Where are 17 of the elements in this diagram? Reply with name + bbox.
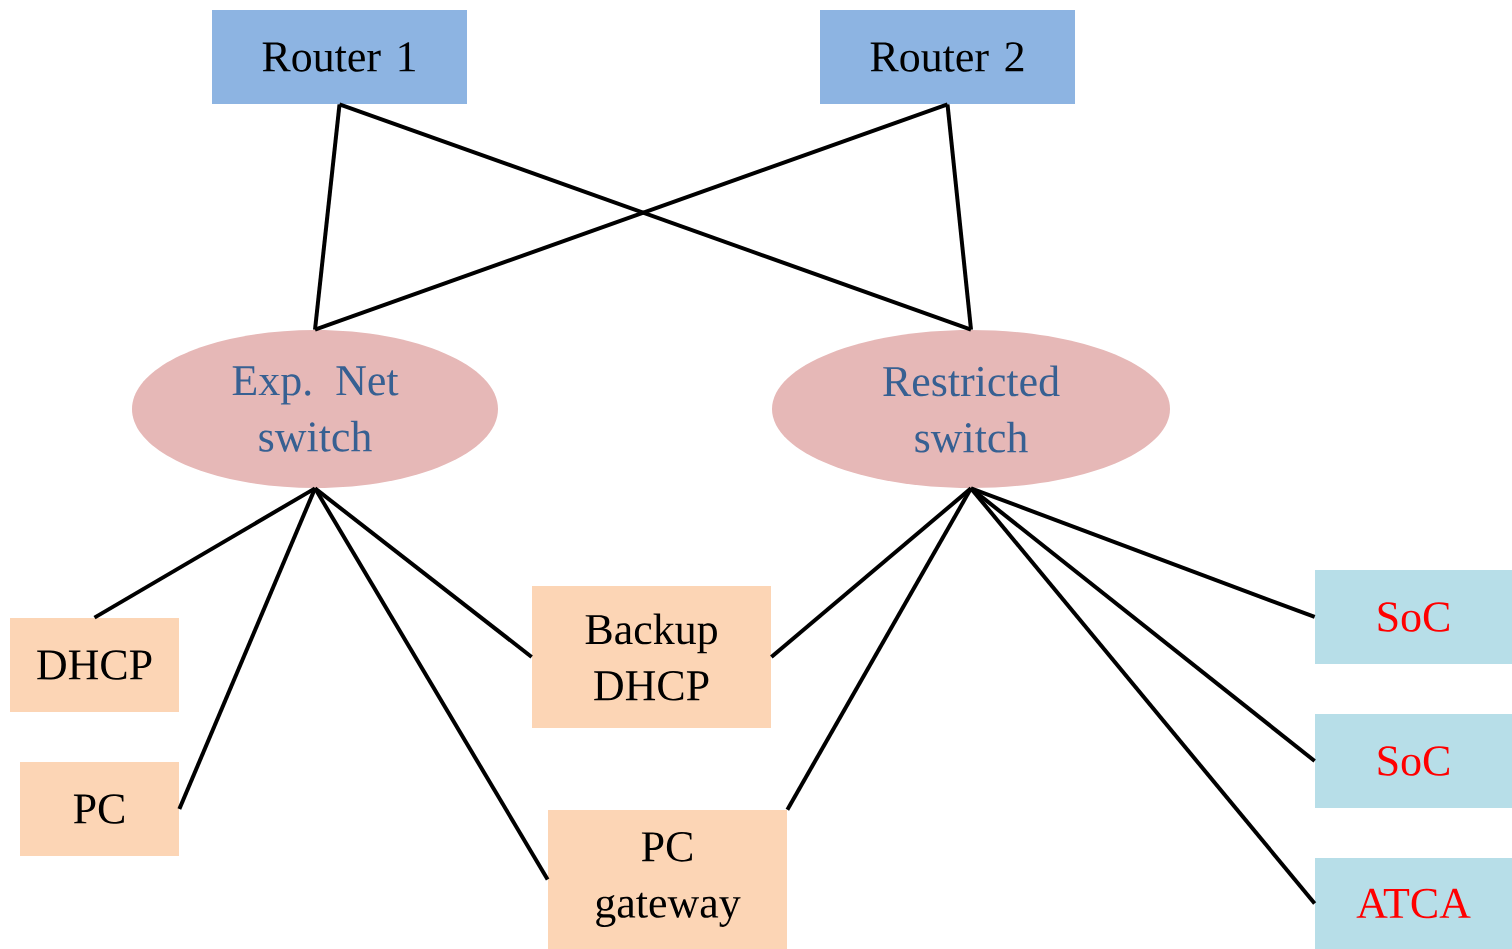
connection-line: [313, 487, 550, 881]
device-box: PC gateway: [548, 810, 787, 949]
device-box: ATCA: [1315, 858, 1512, 949]
router-box: Router 2: [820, 10, 1075, 104]
router-box: Router 1: [212, 10, 467, 104]
connection-line: [93, 486, 317, 620]
connection-line: [969, 487, 1317, 905]
connection-line: [970, 486, 1316, 619]
device-box: SoC: [1315, 570, 1512, 664]
device-box: DHCP: [10, 618, 179, 712]
device-box: Backup DHCP: [532, 586, 771, 728]
device-box: SoC: [1315, 714, 1512, 808]
connection-line: [177, 487, 317, 810]
connection-line: [313, 104, 342, 330]
connection-line: [785, 487, 973, 811]
device-box: PC: [20, 762, 179, 856]
connection-line: [945, 104, 973, 330]
